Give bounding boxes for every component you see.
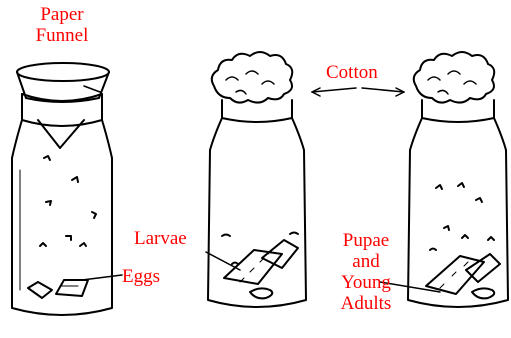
pupae-label-line4: Adults xyxy=(330,293,402,314)
pupae-young-adults-label: Pupae and Young Adults xyxy=(330,230,402,314)
pupae-label-line1: Pupae xyxy=(330,230,402,251)
paper-funnel-label-line2: Funnel xyxy=(22,25,102,46)
cotton-plug xyxy=(212,52,293,103)
pupae-label-line2: and xyxy=(330,251,402,272)
eggs-leader-line xyxy=(82,275,122,280)
pupae-label-line3: Young xyxy=(330,272,402,293)
bottle-with-funnel xyxy=(12,63,112,315)
cotton-plug xyxy=(414,52,495,103)
paper-funnel xyxy=(17,63,109,81)
eggs-label: Eggs xyxy=(122,266,160,287)
paper-funnel-label: Paper Funnel xyxy=(22,4,102,46)
funnel-leader-line xyxy=(84,86,100,92)
paper-funnel-label-line1: Paper xyxy=(22,4,102,25)
bottle-with-larvae xyxy=(208,52,306,307)
larvae-label: Larvae xyxy=(134,228,187,249)
bottle-with-pupae xyxy=(408,52,508,307)
larvae-leader-line xyxy=(206,252,240,270)
cotton-label: Cotton xyxy=(326,62,378,83)
